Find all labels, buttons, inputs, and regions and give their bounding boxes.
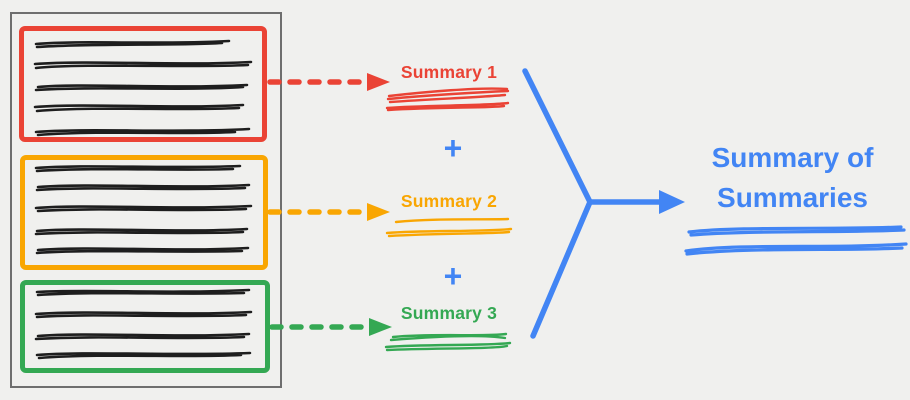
summary-3-dashed-arrow-icon [269, 318, 392, 336]
document-section-3 [20, 280, 270, 373]
summary-3-label: Summary 3 [400, 303, 498, 323]
text-lines-icon [34, 288, 253, 360]
summary-1-scribble-icon [385, 87, 510, 112]
document-section-1 [19, 26, 267, 142]
summary-1-label: Summary 1 [400, 62, 498, 82]
summary-2-label: Summary 2 [400, 191, 498, 211]
plus-operator-2: + [443, 258, 463, 294]
summary-2-scribble-icon [385, 217, 513, 238]
text-lines-icon [34, 164, 253, 255]
result-title-line-1: Summary of [711, 142, 874, 173]
text-lines-icon [33, 39, 253, 137]
merge-arrow-icon [522, 68, 685, 339]
document-section-2 [20, 155, 268, 270]
source-document-frame [10, 12, 282, 388]
summary-3-scribble-icon [384, 332, 512, 352]
summary-2-dashed-arrow-icon [267, 203, 390, 221]
plus-operator-1: + [443, 130, 463, 166]
result-title-line-2: Summaries [717, 182, 868, 213]
result-scribble-icon [684, 225, 908, 256]
summary-1-dashed-arrow-icon [267, 73, 390, 91]
result-title: Summary of Summaries [685, 138, 900, 218]
